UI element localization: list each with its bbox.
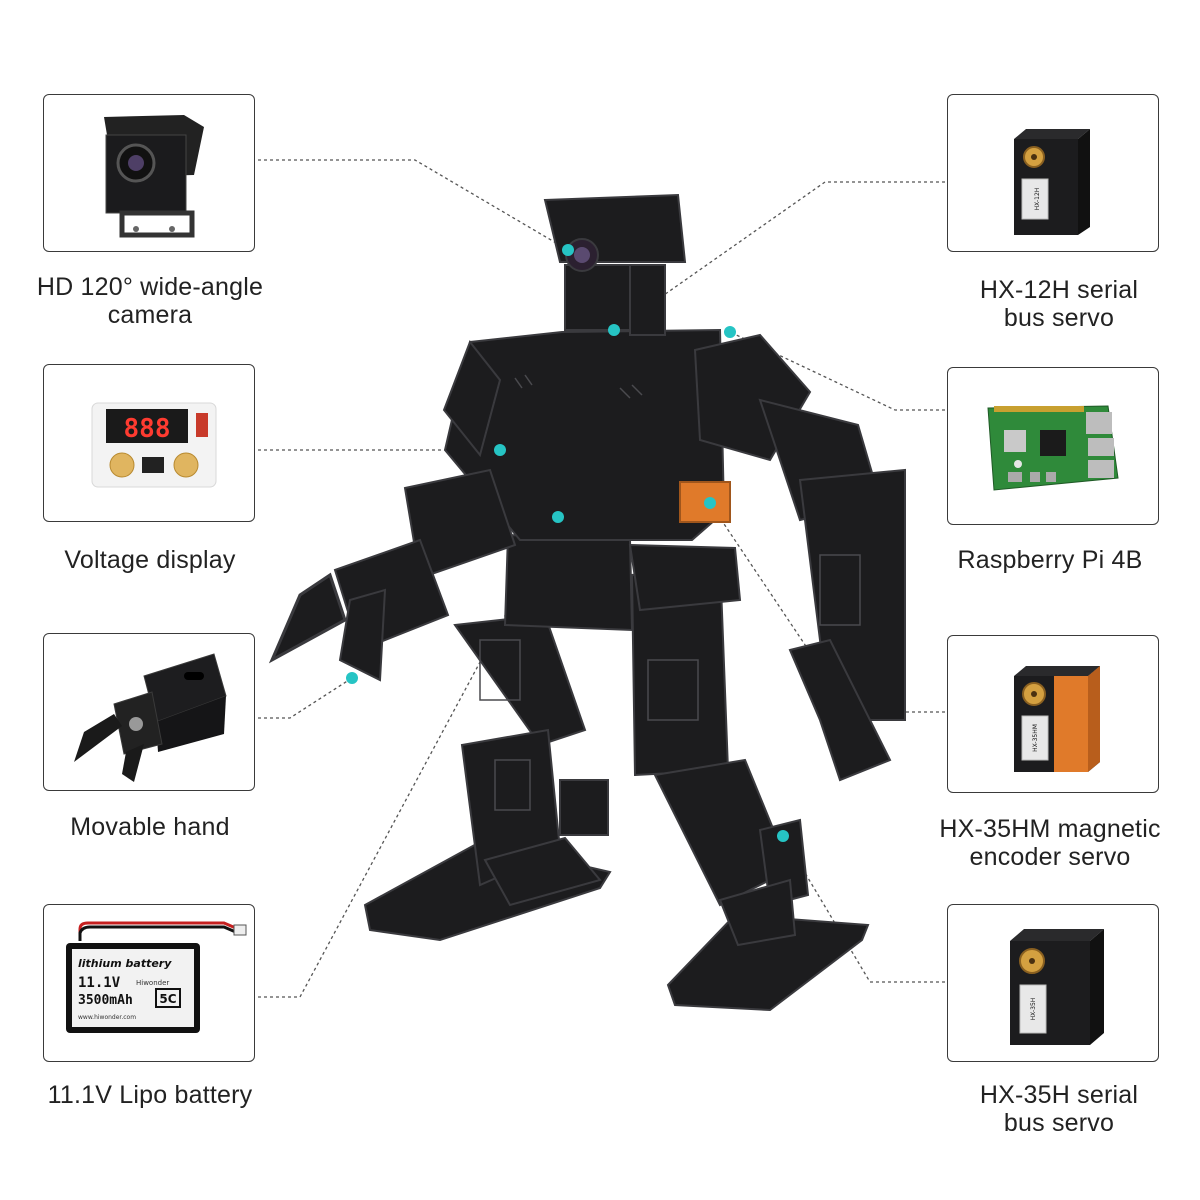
- servo-35h-caption-line2: bus servo: [1003, 1109, 1115, 1137]
- callout-markers: [346, 244, 789, 842]
- leader-line-servo-12h: [613, 181, 945, 331]
- leader-line-servo-35hm: [709, 502, 945, 713]
- raspberry-pi-card: [947, 367, 1159, 525]
- voltage-readout: 888: [124, 414, 171, 444]
- voltage-display-caption-line1: Voltage display: [64, 546, 236, 574]
- servo-35hm-caption-line2: encoder servo: [969, 843, 1131, 871]
- voltage-display-card: 888: [43, 364, 255, 522]
- camera-caption: HD 120° wide-angle camera: [0, 273, 300, 329]
- servo-35hm-model: HX-35HM: [1032, 724, 1039, 752]
- voltage-display-icon: 888: [91, 402, 217, 488]
- camera-caption-line2: camera: [107, 301, 193, 329]
- leader-line-hand: [258, 677, 353, 719]
- movable-hand-card: [43, 633, 255, 791]
- battery-print-brand: Hiwonder: [136, 979, 169, 987]
- servo-icon: HX-35HM: [1014, 666, 1100, 772]
- leader-line-battery: [258, 516, 559, 998]
- gripper-hand-icon: [74, 653, 227, 782]
- leader-line-camera: [258, 159, 569, 251]
- battery-icon: lithium battery 11.1V 3500mAh Hiwonder 5…: [66, 921, 247, 1033]
- servo-12h-caption: HX-12H serial bus servo: [909, 276, 1200, 332]
- voltage-display-caption: Voltage display: [0, 546, 300, 574]
- servo-icon: HX-12H: [1014, 129, 1090, 235]
- leader-line-servo-35h: [782, 835, 945, 983]
- servo-12h-card: HX-12H: [947, 94, 1159, 252]
- movable-hand-caption: Movable hand: [0, 813, 300, 841]
- servo-35hm-card: HX-35HM: [947, 635, 1159, 793]
- raspberry-pi-caption: Raspberry Pi 4B: [900, 546, 1200, 574]
- servo-35h-model: HX-35H: [1030, 998, 1037, 1021]
- battery-caption: 11.1V Lipo battery: [0, 1081, 300, 1109]
- servo-35h-card: HX-35H: [947, 904, 1159, 1062]
- leader-lines: [258, 159, 945, 998]
- servo-35h-caption: HX-35H serial bus servo: [909, 1081, 1200, 1137]
- battery-print-voltage: 11.1V: [78, 975, 121, 991]
- servo-12h-caption-line1: HX-12H serial: [979, 276, 1139, 304]
- battery-print-title: lithium battery: [78, 957, 172, 970]
- camera-icon: [104, 115, 204, 238]
- servo-35h-caption-line1: HX-35H serial: [979, 1081, 1139, 1109]
- robot-details: [479, 374, 861, 811]
- servo-12h-caption-line2: bus servo: [1003, 304, 1115, 332]
- leader-line-raspberry-pi: [729, 331, 945, 411]
- battery-print-capacity: 3500mAh: [78, 993, 133, 1008]
- camera-card: [43, 94, 255, 252]
- servo-35hm-caption-line1: HX-35HM magnetic: [939, 815, 1161, 843]
- movable-hand-caption-line1: Movable hand: [70, 813, 230, 841]
- humanoid-robot-icon: [268, 193, 906, 1012]
- battery-card: lithium battery 11.1V 3500mAh Hiwonder 5…: [43, 904, 255, 1062]
- servo-icon: HX-35H: [1010, 929, 1104, 1045]
- battery-print-rate: 5C: [159, 992, 176, 1006]
- raspberry-pi-caption-line1: Raspberry Pi 4B: [957, 546, 1143, 574]
- servo-35hm-caption: HX-35HM magnetic encoder servo: [900, 815, 1200, 871]
- raspberry-pi-board-icon: [987, 405, 1119, 491]
- battery-print-url: www.hiwonder.com: [78, 1014, 136, 1021]
- camera-caption-line1: HD 120° wide-angle: [36, 273, 264, 301]
- battery-caption-line1: 11.1V Lipo battery: [47, 1081, 253, 1109]
- servo-12h-model: HX-12H: [1034, 188, 1041, 211]
